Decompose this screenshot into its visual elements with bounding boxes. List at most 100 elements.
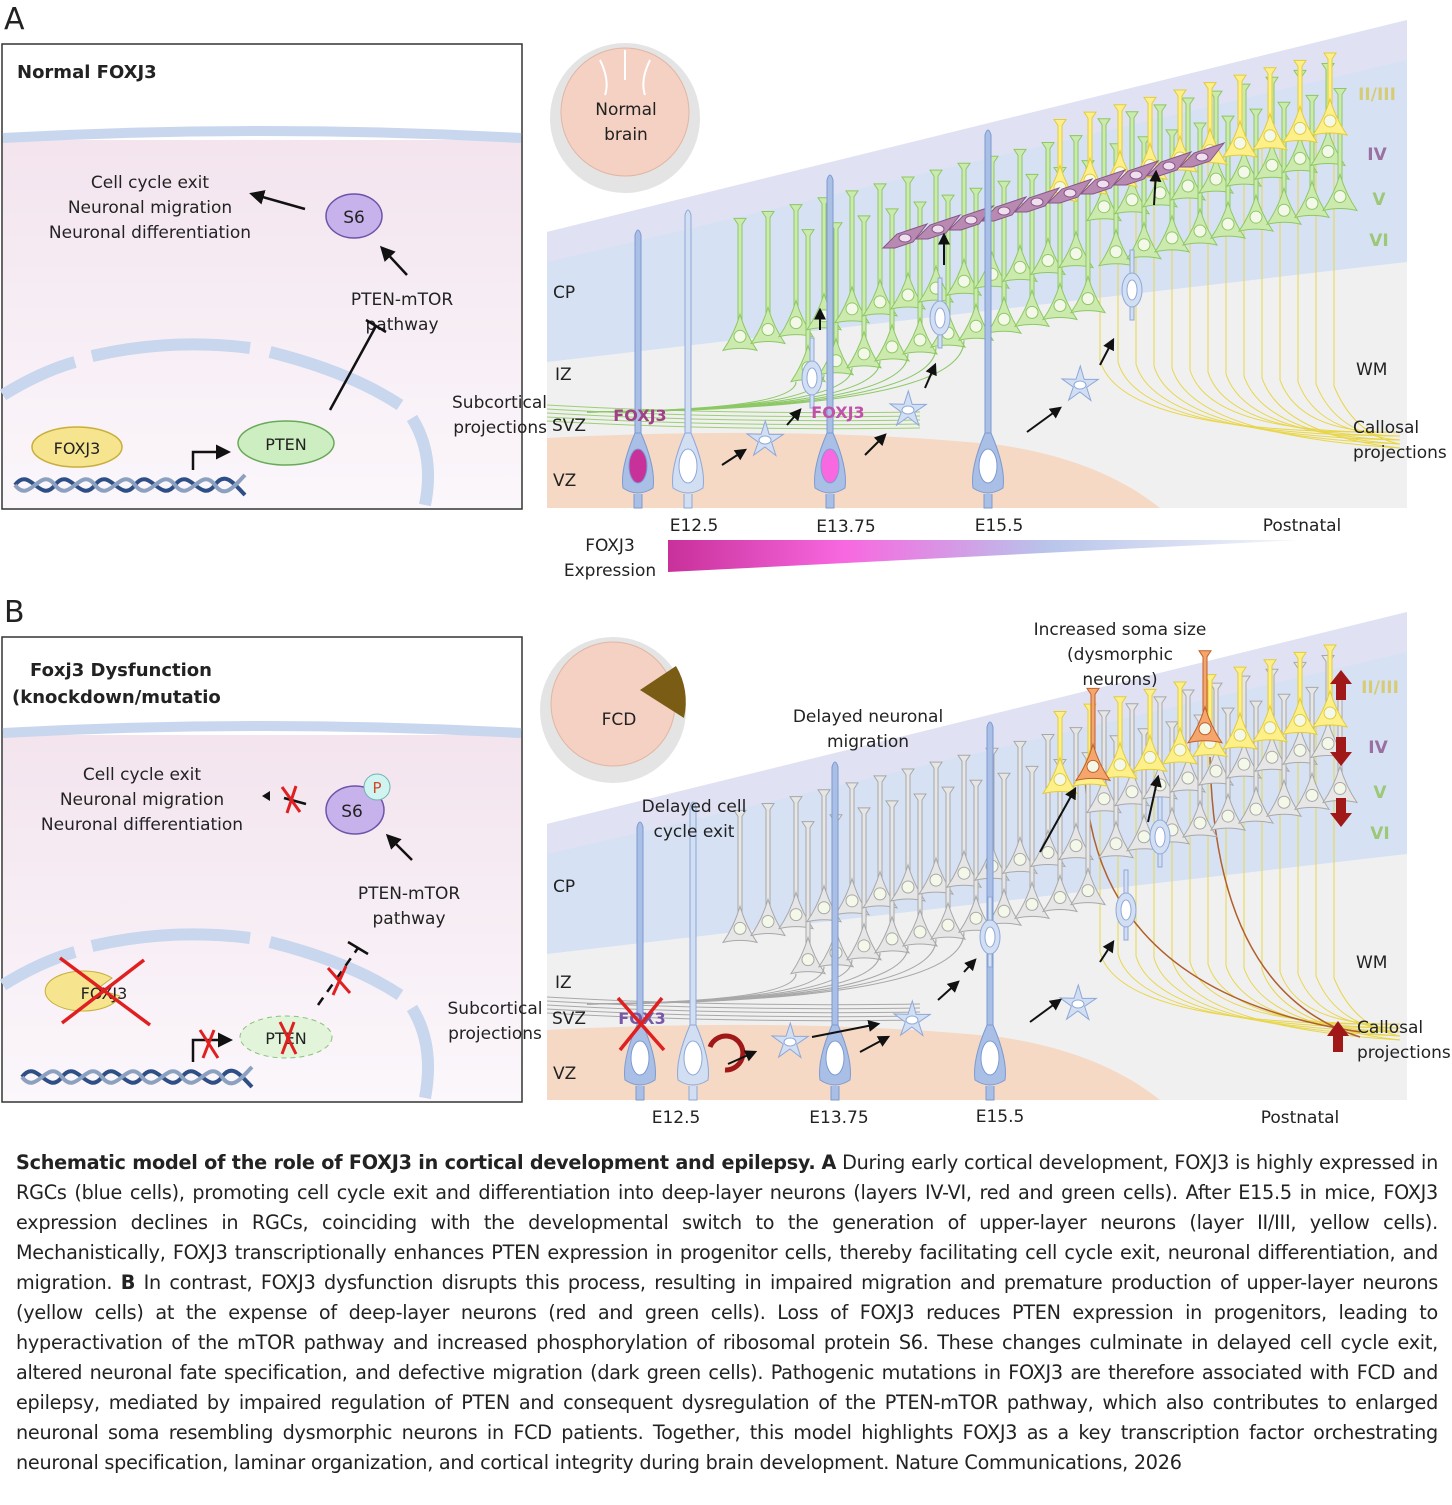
promoter-arrow-icon — [191, 444, 231, 470]
green-neuron — [1097, 143, 1135, 267]
blocked-x-icon — [616, 996, 666, 1052]
gray-neuron — [586, 821, 827, 1005]
purple-neuron — [1079, 169, 1127, 195]
radial-glia-cell — [814, 174, 846, 509]
timepoint-label: E12.5 — [652, 1108, 701, 1128]
migration-arrow-icon — [864, 433, 887, 456]
subcortical-fiber — [546, 1004, 921, 1014]
phospho-label: P — [372, 779, 381, 797]
outcome-text: Neuronal differentiation — [49, 223, 251, 243]
pathway-label: PTEN-mTOR — [358, 884, 461, 904]
migration-arrow-icon — [963, 958, 977, 973]
gray-neuron — [889, 768, 927, 902]
dna-helix-icon — [13, 473, 247, 497]
green-neuron — [721, 217, 759, 352]
increase-arrow-icon — [1327, 1021, 1349, 1052]
gray-neuron — [1001, 740, 1039, 875]
yellow-neuron — [1251, 659, 1289, 743]
panel-a-layer-labels: II/III IV V VI — [1358, 85, 1396, 251]
panel-b-timepoints: E12.5 E13.75 E15.5 Postnatal — [652, 1107, 1340, 1128]
migration-arrow-icon — [1149, 169, 1162, 206]
green-neuron — [861, 183, 899, 317]
timepoint-label: E15.5 — [975, 516, 1024, 536]
purple-neuron — [1046, 178, 1094, 204]
yellow-neuron — [1041, 711, 1079, 795]
expression-gradient-bar — [668, 540, 1300, 572]
phosphate-icon — [363, 773, 391, 801]
timepoint-label: Postnatal — [1261, 1108, 1340, 1128]
green-neuron — [1141, 104, 1179, 208]
gray-neuron — [1169, 689, 1207, 793]
panel-b-zone-labels: CP IZ SVZ VZ WM — [552, 877, 1387, 1084]
zone-label-vz: VZ — [553, 1064, 576, 1084]
migration-arrow-icon — [924, 362, 937, 389]
callosal-fiber — [1189, 755, 1401, 1025]
fcd-lesion — [640, 666, 686, 718]
purple-neuron — [1013, 187, 1061, 213]
gray-neuron — [1265, 693, 1303, 818]
callosal-fiber — [1297, 728, 1401, 1029]
gray-neuron — [945, 754, 983, 888]
yellow-neuron — [1311, 52, 1349, 136]
annotation-soma: Increased soma size — [1034, 620, 1207, 640]
decrease-arrow-icon — [1330, 798, 1352, 827]
layer-label: V — [1373, 783, 1387, 803]
brain-label: Normal — [595, 100, 657, 120]
arrow-icon — [249, 190, 306, 211]
migration-arrow-icon — [1039, 786, 1077, 853]
migration-arrow-icon — [727, 1050, 758, 1065]
panel-a-letter: A — [4, 2, 25, 37]
panel-a-title: Normal FOXJ3 — [17, 62, 157, 83]
zone-label-wm: WM — [1356, 360, 1387, 380]
green-neuron — [1029, 141, 1067, 276]
timepoint-label: E13.75 — [816, 517, 875, 537]
green-neuron — [1153, 129, 1191, 253]
outcome-text: Cell cycle exit — [83, 765, 201, 785]
panel-b-annotations: Increased soma size (dysmorphic neurons)… — [642, 620, 1207, 842]
green-neuron — [1321, 87, 1359, 212]
callosal-fiber — [1261, 145, 1401, 449]
brain-label: brain — [604, 125, 648, 145]
migration-arrow-icon — [1099, 939, 1115, 963]
callosal-fiber — [1171, 167, 1401, 449]
green-neuron — [1113, 111, 1151, 215]
blocked-x-icon — [58, 956, 152, 1027]
layer-label: VI — [1370, 824, 1389, 844]
green-neuron — [777, 204, 815, 338]
callosal-fiber — [1209, 756, 1361, 1038]
blocked-x-icon — [278, 1021, 298, 1055]
green-neuron — [1181, 122, 1219, 246]
green-neuron — [1209, 115, 1247, 239]
blocked-x-icon — [280, 785, 302, 814]
marginal-zone-band — [547, 20, 1407, 262]
gray-neuron — [586, 807, 883, 1005]
callosal-fiber — [1333, 719, 1401, 1037]
callosal-fiber — [1279, 141, 1401, 433]
callosal-label: projections — [1353, 443, 1447, 463]
subcortical-fiber — [546, 404, 921, 414]
callosal-fiber — [1225, 746, 1401, 1033]
gray-neuron — [861, 775, 899, 909]
callosal-fiber — [1261, 737, 1401, 1041]
timepoint-label: E12.5 — [670, 516, 719, 536]
migration-arrow-icon — [811, 1019, 881, 1038]
green-neuron — [889, 176, 927, 310]
gray-neuron — [917, 761, 955, 895]
migrating-cell — [888, 389, 928, 427]
subcortical-fiber — [546, 420, 921, 430]
green-neuron — [1169, 97, 1207, 201]
orange-neuron — [1074, 687, 1112, 782]
panel-b-title: Foxj3 Dysfunction — [30, 660, 212, 681]
green-neuron — [1197, 90, 1235, 194]
subcortical-fiber — [546, 412, 921, 422]
bipolar-migrating-cell — [1149, 796, 1171, 868]
foxj3-protein — [31, 426, 123, 468]
inhibition-icon — [316, 947, 360, 1006]
panel-b-cell-box: Foxj3 Dysfunction (knockdown/mutatio Cel… — [0, 636, 523, 1103]
migration-arrow-icon — [1029, 998, 1062, 1023]
callosal-label: Callosal — [1353, 418, 1419, 438]
yellow-neuron — [1281, 59, 1319, 144]
migrating-cell — [1060, 364, 1100, 402]
migration-arrow-icon — [937, 980, 960, 1001]
purple-neuron — [980, 196, 1028, 222]
